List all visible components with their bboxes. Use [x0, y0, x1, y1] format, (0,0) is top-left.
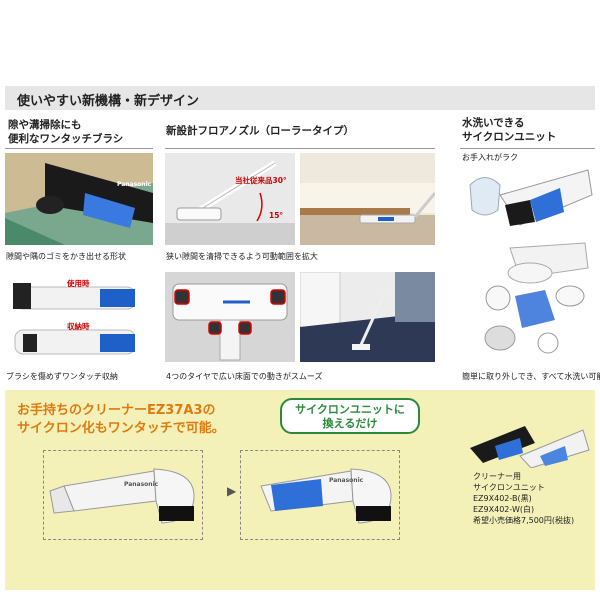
nozzle-underside-photo — [165, 272, 295, 362]
divider — [5, 148, 153, 149]
caption-nozzle-range: 狭い隙間を清掃できるよう可動範囲を拡大 — [166, 252, 318, 261]
column-title-nozzle: 新設計フロアノズル（ローラータイプ） — [166, 124, 354, 138]
divider — [460, 148, 595, 149]
product-info-text: クリーナー用 サイクロンユニット EZ9X402-B(黒) EZ9X402-W(… — [473, 472, 575, 525]
brush-corner-photo: Panasonic — [5, 153, 153, 245]
cyclone-units-photo — [465, 418, 590, 468]
brush-stored-photo: 収納時 — [5, 320, 135, 360]
caption-four-tires: 4つのタイヤで広い床面での動きがスムーズ — [166, 372, 323, 381]
angle-15-label: 15° — [269, 211, 284, 220]
column-title-line: 便利なワンタッチブラシ — [8, 133, 124, 145]
column-title-line: 新設計フロアノズル（ローラータイプ） — [166, 125, 355, 137]
nozzle-angle-photo: 当社従来品30° 15° — [165, 153, 295, 245]
arrow-right-icon: ▶ — [227, 484, 237, 498]
bubble-text: サイクロンユニットに 換えるだけ — [282, 403, 418, 431]
bubble-line: 換えるだけ — [322, 417, 378, 430]
speech-bubble: サイクロンユニットに 換えるだけ — [280, 398, 420, 434]
column-title-brush: 隙や溝掃除にも 便利なワンタッチブラシ — [8, 118, 123, 146]
column-title-line: サイクロンユニット — [462, 131, 557, 143]
promo-headline: お手持ちのクリーナーEZ37A3の サイクロン化もワンタッチで可能。 — [17, 402, 225, 438]
after-product-box: Panasonic — [240, 450, 400, 540]
in-use-label: 使用時 — [67, 279, 90, 288]
divider — [165, 148, 435, 149]
caption-washable: 簡単に取り外しでき、すべて水洗い可能 — [462, 372, 600, 381]
caption-brush-storage: ブラシを傷めずワンタッチ収納 — [6, 372, 118, 381]
section-header: 使いやすい新機構・新デザイン — [5, 86, 595, 110]
column-title-line: 水洗いできる — [462, 117, 525, 129]
cyclone-wash-photo: お手入れがラク — [460, 150, 595, 235]
care-easy-label: お手入れがラク — [462, 153, 518, 162]
brand-logo-text: Panasonic — [117, 181, 152, 188]
column-title-line: 隙や溝掃除にも — [8, 119, 82, 131]
caption-brush-corner: 隙間や隅のゴミをかき出せる形状 — [6, 252, 126, 261]
section-title: 使いやすい新機構・新デザイン — [17, 94, 200, 109]
room-cleaning-photo — [300, 272, 435, 362]
column-title-cyclone: 水洗いできる サイクロンユニット — [462, 116, 556, 144]
brush-in-use-photo: 使用時 — [5, 277, 135, 315]
promo-headline-line: お手持ちのクリーナーEZ37A3の — [17, 403, 216, 418]
bubble-line: サイクロンユニットに — [295, 403, 405, 416]
angle-note-label: 当社従来品30° — [235, 176, 287, 185]
under-bed-photo — [300, 153, 435, 245]
before-product-box: Panasonic — [43, 450, 203, 540]
brand-logo-text: Panasonic — [329, 477, 364, 484]
brand-logo-text: Panasonic — [124, 481, 159, 488]
promo-section: お手持ちのクリーナーEZ37A3の サイクロン化もワンタッチで可能。 サイクロン… — [5, 390, 595, 590]
promo-headline-line: サイクロン化もワンタッチで可能。 — [17, 421, 225, 436]
cyclone-parts-photo — [460, 238, 595, 363]
stored-label: 収納時 — [67, 322, 90, 331]
